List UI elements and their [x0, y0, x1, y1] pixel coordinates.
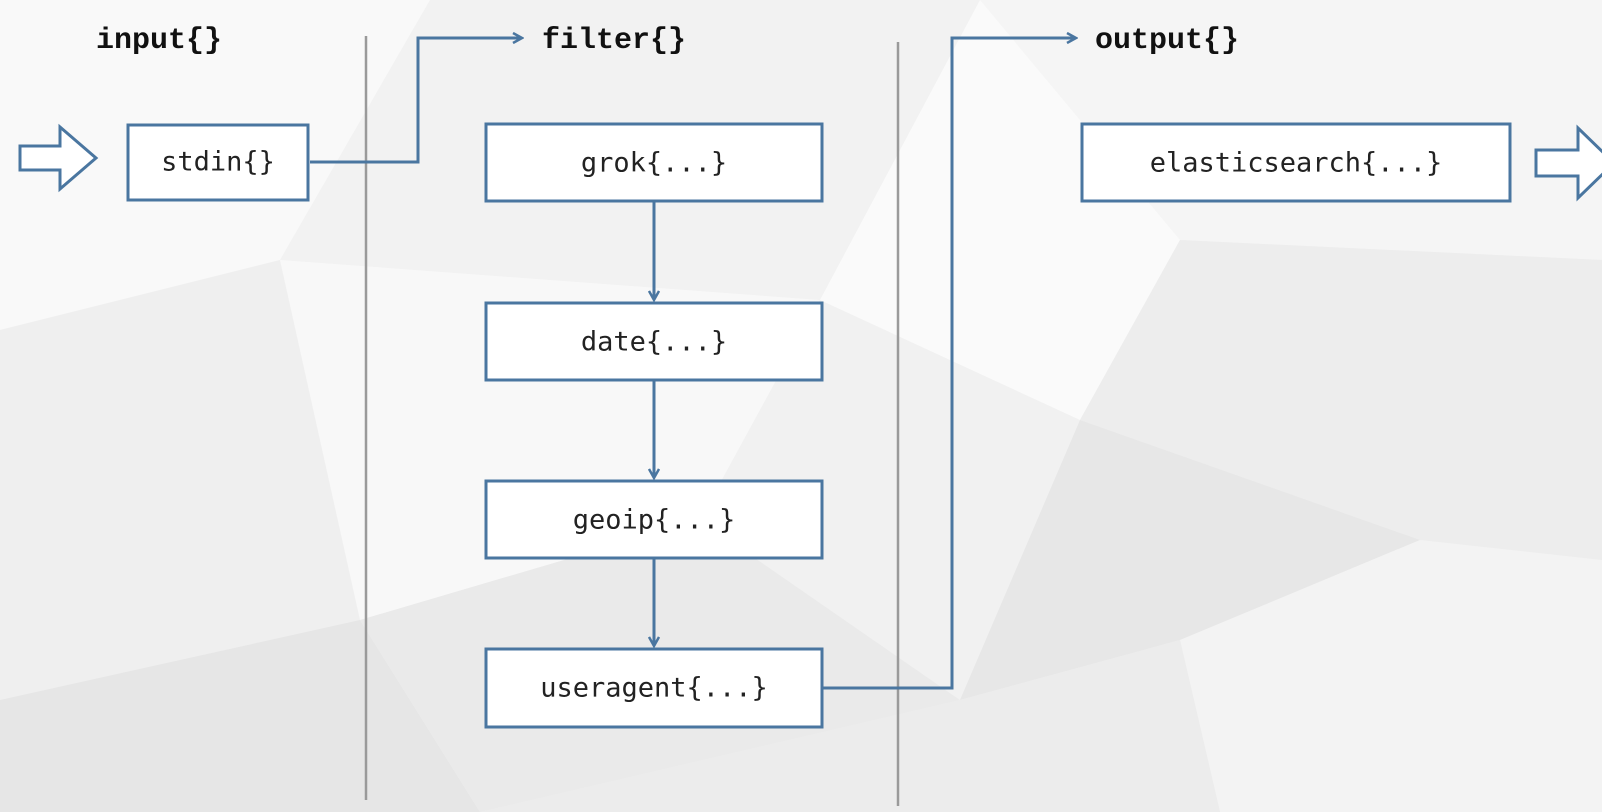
- output-arrow-icon: [1534, 124, 1602, 202]
- input-arrow-icon: [18, 123, 99, 193]
- node-elasticsearch-label: elasticsearch{...}: [1150, 148, 1443, 179]
- connector-useragent-to-output: [822, 38, 1076, 690]
- node-elasticsearch: elasticsearch{...}: [1080, 122, 1512, 203]
- node-date-label: date{...}: [581, 327, 727, 358]
- section-title-input: input{}: [96, 24, 222, 58]
- node-geoip-label: geoip{...}: [573, 505, 736, 536]
- node-grok-label: grok{...}: [581, 148, 727, 179]
- connector-stdin-to-filter: [310, 38, 522, 164]
- node-grok: grok{...}: [484, 122, 824, 203]
- node-useragent-label: useragent{...}: [540, 673, 768, 704]
- section-title-output: output{}: [1095, 24, 1239, 58]
- section-title-filter: filter{}: [542, 24, 686, 58]
- node-geoip: geoip{...}: [484, 479, 824, 560]
- node-useragent: useragent{...}: [484, 647, 824, 729]
- node-date: date{...}: [484, 301, 824, 382]
- node-stdin-label: stdin{}: [161, 147, 275, 178]
- node-stdin: stdin{}: [126, 123, 310, 202]
